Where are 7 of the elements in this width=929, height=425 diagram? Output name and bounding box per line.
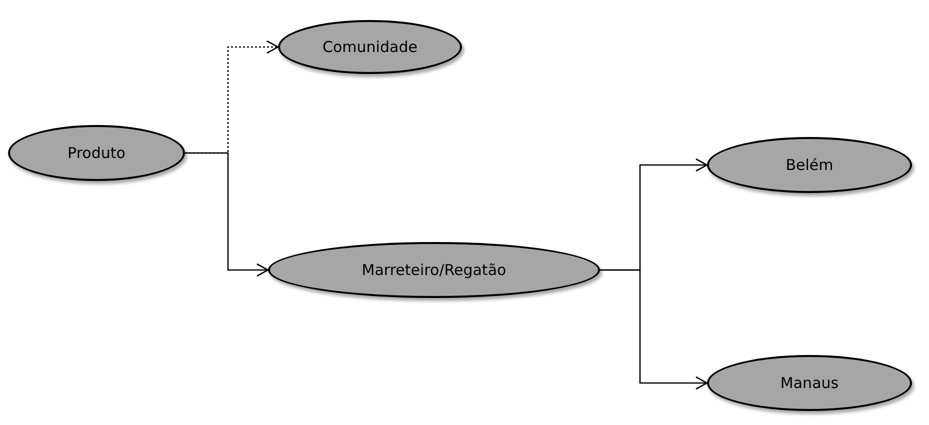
node-label: Marreteiro/Regatão — [362, 260, 506, 281]
node-label: Belém — [786, 154, 834, 176]
connector-arrow — [600, 269, 708, 390]
connector-arrow — [185, 152, 269, 277]
node-label: Comunidade — [322, 36, 418, 58]
node-label: Produto — [68, 142, 126, 164]
node-label: Manaus — [780, 372, 839, 394]
